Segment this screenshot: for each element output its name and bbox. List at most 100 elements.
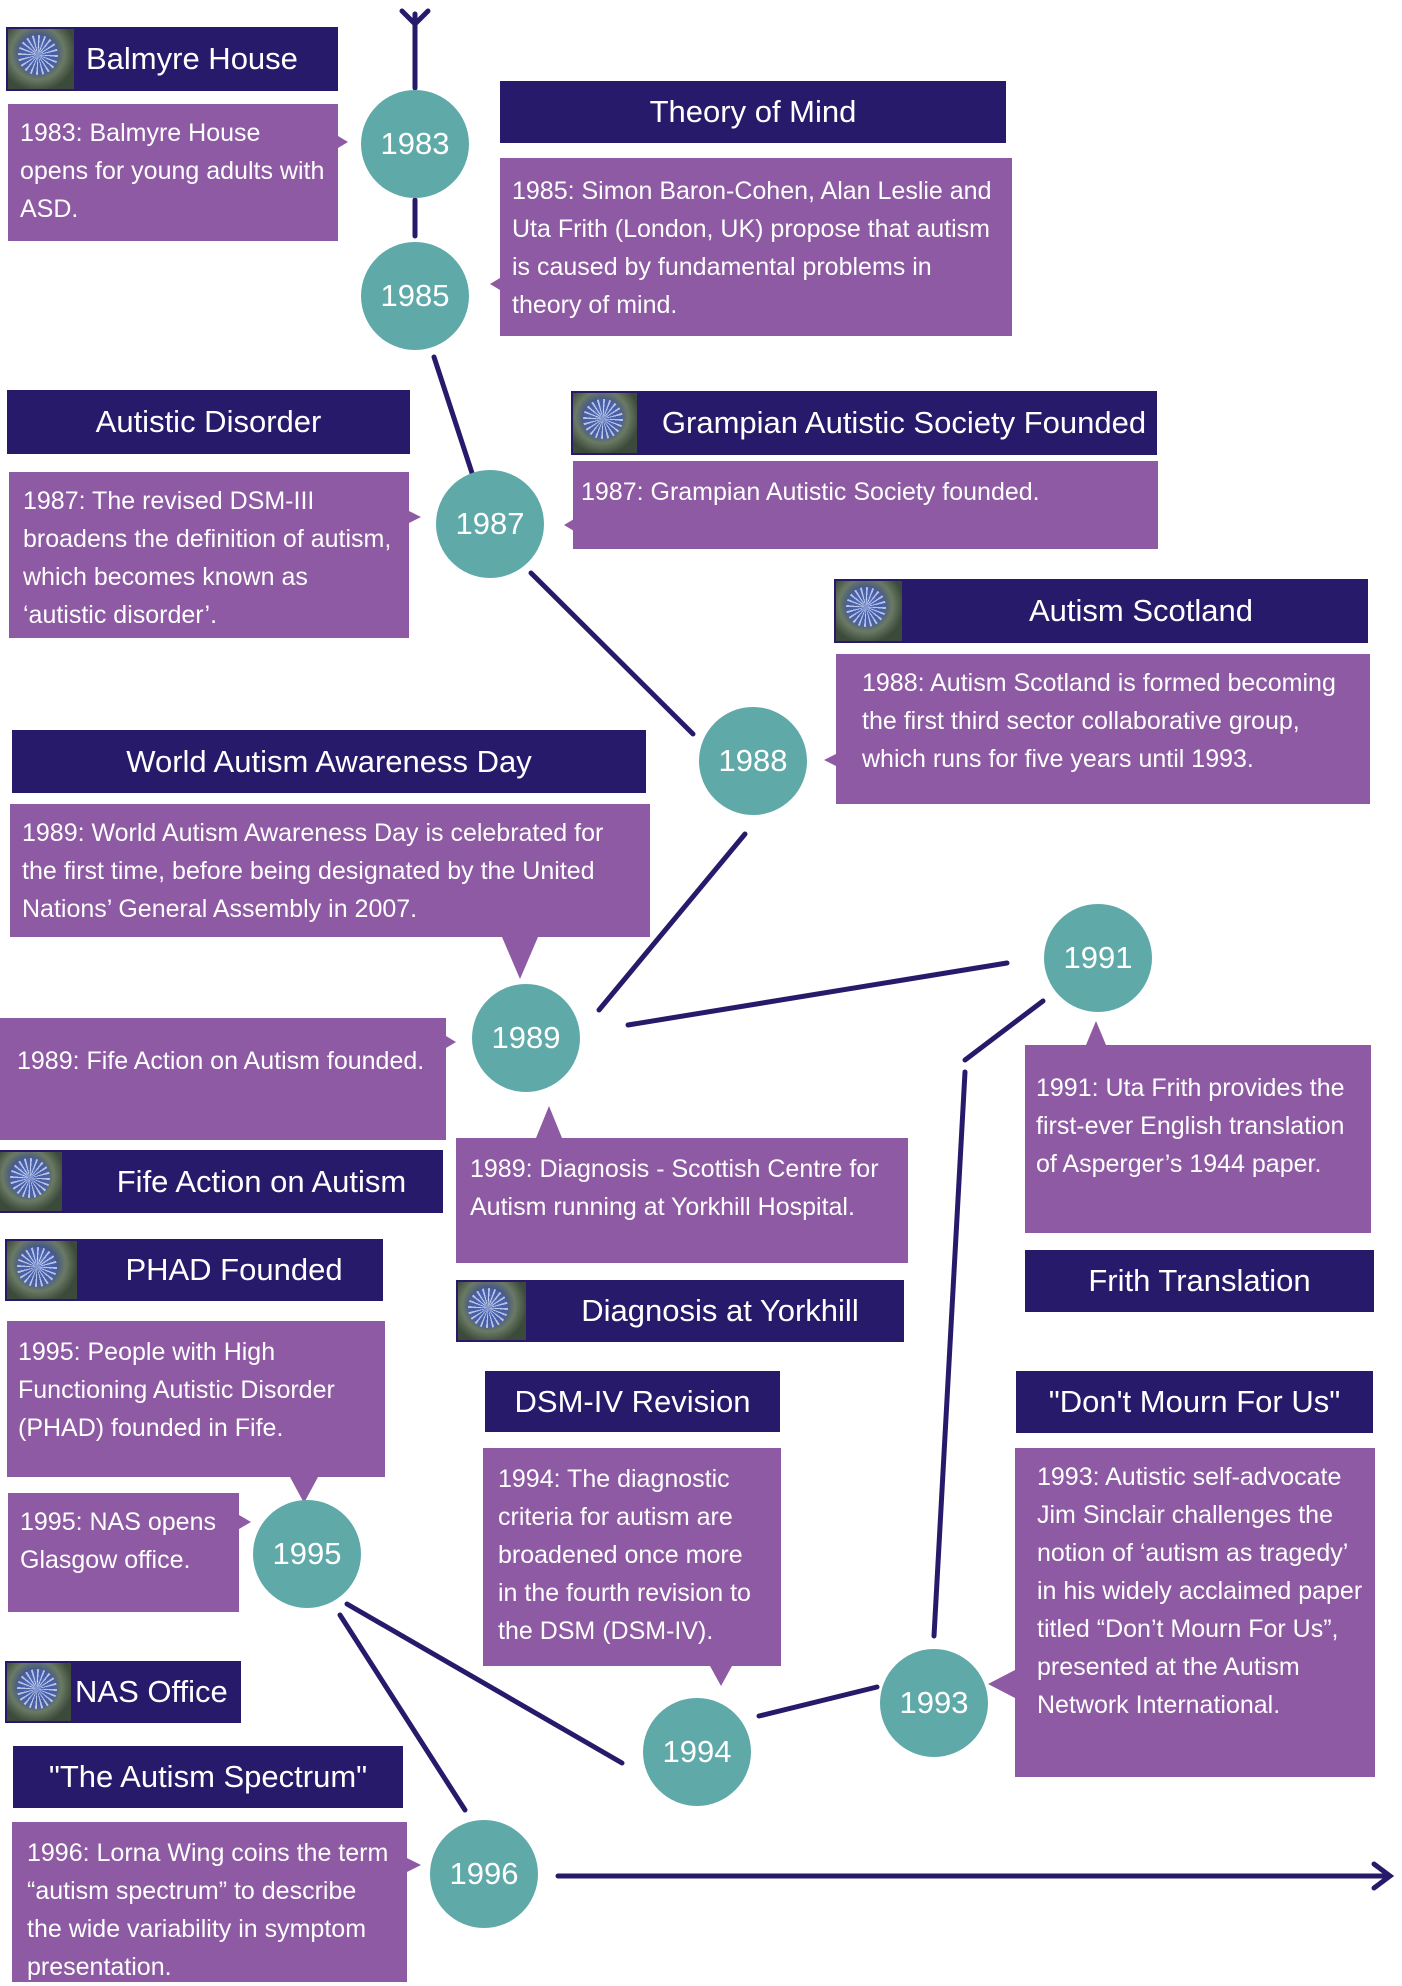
event-box-dsm-iv-revision: 1994: The diagnostic criteria for autism… — [483, 1448, 781, 1666]
year-label: 1989 — [491, 1020, 561, 1055]
event-box-grampian-autistic-society: 1987: Grampian Autistic Society founded. — [573, 461, 1158, 549]
event-text: 1983: Balmyre House opens for young adul… — [20, 119, 325, 223]
year-label: 1995 — [272, 1536, 342, 1571]
title-text: Autistic Disorder — [95, 404, 322, 439]
event-box-the-autism-spectrum: 1996: Lorna Wing coins the term “autism … — [12, 1822, 407, 1982]
sea-holly-thistle-photo-icon — [573, 393, 637, 453]
event-box-phad-founded: 1995: People with High Functioning Autis… — [7, 1321, 385, 1477]
sea-holly-thistle-photo-icon — [8, 29, 74, 89]
title-text: Autism Scotland — [1029, 593, 1253, 628]
title-text: "Don't Mourn For Us" — [1048, 1384, 1341, 1419]
title-autistic-disorder: Autistic Disorder — [7, 390, 410, 454]
title-text: Grampian Autistic Society Founded — [661, 405, 1147, 440]
pointer — [239, 1515, 251, 1529]
sea-holly-thistle-photo-icon — [0, 1152, 62, 1211]
title-text: World Autism Awareness Day — [126, 743, 532, 779]
title-the-autism-spectrum: "The Autism Spectrum" — [13, 1746, 403, 1808]
connector-1985-1987 — [431, 354, 475, 476]
event-box-world-autism-awareness-day: 1989: World Autism Awareness Day is cele… — [10, 804, 650, 937]
connector-1989-1991 — [625, 960, 1010, 1028]
connector-1994-1995 — [344, 1601, 625, 1766]
year-label: 1983 — [380, 126, 450, 161]
event-text: 1987: The revised DSM-III broadens the d… — [23, 487, 392, 629]
title-text: Frith Translation — [1088, 1263, 1311, 1298]
event-text: 1993: Autistic self-advocate Jim Sinclai… — [1037, 1463, 1363, 1719]
event-box-balmyre-house: 1983: Balmyre House opens for young adul… — [8, 104, 338, 241]
title-dont-mourn-for-us: "Don't Mourn For Us" — [1016, 1371, 1373, 1433]
year-node-1989: 1989 — [472, 984, 580, 1092]
connector-1987-1988 — [528, 570, 696, 737]
title-theory-of-mind: Theory of Mind — [500, 81, 1006, 143]
year-node-1983: 1983 — [361, 90, 469, 198]
year-label: 1988 — [718, 743, 788, 778]
connector-bend-1993 — [931, 1069, 968, 1639]
title-phad-founded: PHAD Founded — [5, 1239, 383, 1301]
event-box-autism-scotland: 1988: Autism Scotland is formed becoming… — [836, 654, 1370, 804]
sea-holly-thistle-photo-icon — [836, 581, 902, 641]
arrow-right-icon — [1371, 1861, 1395, 1891]
title-autism-scotland: Autism Scotland — [834, 579, 1368, 643]
pointer — [710, 1666, 732, 1686]
connector-1995-1996 — [337, 1612, 468, 1813]
sea-holly-thistle-photo-icon — [458, 1282, 526, 1340]
title-grampian-autistic-society: Grampian Autistic Society Founded — [571, 391, 1157, 455]
title-text: Balmyre House — [86, 41, 298, 76]
sea-holly-thistle-photo-icon — [7, 1241, 77, 1299]
year-node-1993: 1993 — [880, 1649, 988, 1757]
connector-1991-bend — [962, 998, 1046, 1063]
title-world-autism-awareness-day: World Autism Awareness Day — [12, 730, 646, 793]
title-text: "The Autism Spectrum" — [48, 1759, 368, 1794]
title-text: Diagnosis at Yorkhill — [581, 1293, 859, 1328]
event-text: 1995: People with High Functioning Autis… — [18, 1338, 335, 1442]
year-node-1991: 1991 — [1044, 904, 1152, 1012]
connector-1988-1989 — [596, 831, 748, 1013]
pointer — [338, 136, 348, 148]
connector-1993-1994 — [756, 1684, 880, 1719]
event-text: 1996: Lorna Wing coins the term “autism … — [27, 1839, 389, 1981]
title-text: Theory of Mind — [649, 94, 857, 129]
title-frith-translation: Frith Translation — [1025, 1250, 1374, 1312]
pointer — [502, 937, 538, 979]
year-node-1994: 1994 — [643, 1698, 751, 1806]
year-node-1988: 1988 — [699, 707, 807, 815]
event-box-frith-translation: 1991: Uta Frith provides the first-ever … — [1025, 1045, 1371, 1233]
event-box-dont-mourn-for-us: 1993: Autistic self-advocate Jim Sinclai… — [1015, 1448, 1375, 1777]
event-box-diagnosis-at-yorkhill: 1989: Diagnosis - Scottish Centre for Au… — [456, 1138, 908, 1263]
title-fife-action-on-autism: Fife Action on Autism — [0, 1150, 443, 1213]
pointer — [490, 278, 500, 290]
event-box-nas-office: 1995: NAS opens Glasgow office. — [8, 1493, 239, 1612]
title-text: NAS Office — [75, 1674, 228, 1709]
pointer — [1086, 1021, 1106, 1045]
year-label: 1996 — [449, 1856, 519, 1891]
event-text: 1985: Simon Baron-Cohen, Alan Leslie and… — [512, 177, 992, 319]
title-diagnosis-at-yorkhill: Diagnosis at Yorkhill — [456, 1280, 904, 1342]
event-text: 1989: World Autism Awareness Day is cele… — [22, 819, 604, 923]
title-nas-office: NAS Office — [5, 1661, 241, 1723]
event-text: 1988: Autism Scotland is formed becoming… — [862, 669, 1336, 773]
event-text: 1989: Diagnosis - Scottish Centre for Au… — [470, 1155, 879, 1221]
year-label: 1987 — [455, 506, 525, 541]
year-label: 1994 — [662, 1734, 732, 1769]
title-text: PHAD Founded — [125, 1252, 343, 1287]
event-text: 1989: Fife Action on Autism founded. — [17, 1047, 425, 1075]
year-label: 1993 — [899, 1685, 969, 1720]
title-text: Fife Action on Autism — [116, 1163, 407, 1199]
pointer — [290, 1477, 318, 1503]
year-node-1996: 1996 — [430, 1820, 538, 1928]
event-text: 1994: The diagnostic criteria for autism… — [498, 1465, 751, 1645]
title-dsm-iv-revision: DSM-IV Revision — [485, 1371, 780, 1432]
pointer — [988, 1670, 1015, 1698]
year-node-1987: 1987 — [436, 470, 544, 578]
pointer — [564, 519, 574, 531]
event-box-autistic-disorder: 1987: The revised DSM-III broadens the d… — [9, 472, 409, 638]
title-text: DSM-IV Revision — [514, 1383, 751, 1419]
event-box-fife-action-on-autism: 1989: Fife Action on Autism founded. — [0, 1018, 446, 1140]
title-balmyre-house: Balmyre House — [6, 27, 338, 91]
event-box-theory-of-mind: 1985: Simon Baron-Cohen, Alan Leslie and… — [500, 158, 1012, 336]
pointer — [409, 511, 421, 523]
event-text: 1991: Uta Frith provides the first-ever … — [1036, 1074, 1345, 1178]
event-text: 1995: NAS opens Glasgow office. — [20, 1508, 216, 1574]
year-node-1985: 1985 — [361, 242, 469, 350]
pointer — [407, 1858, 421, 1872]
